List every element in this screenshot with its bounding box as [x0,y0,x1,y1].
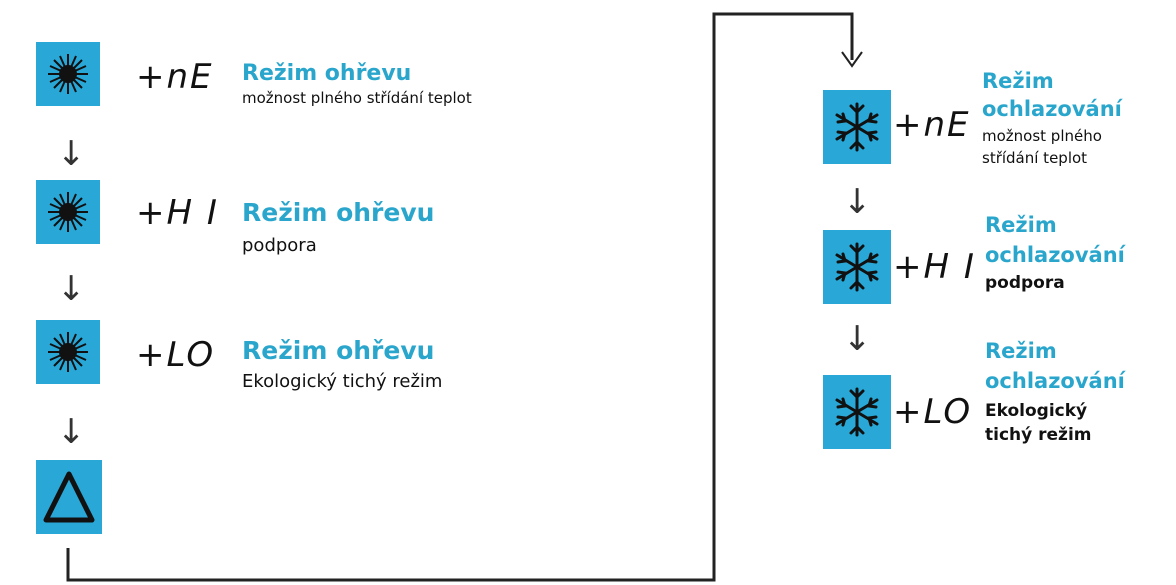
snowflake-icon [835,387,879,437]
mode-code-hi: +H I [893,247,976,287]
heating-title: Režim ohřevu [242,198,435,227]
heating-title: Režim ohřevu [242,61,412,86]
return-connector [66,12,854,582]
snowflake-icon [835,102,879,152]
cooling-eco-tile [823,375,891,449]
sun-icon [48,192,88,232]
heating-eco-tile [36,320,100,384]
heating-title: Režim ohřevu [242,336,435,365]
cooling-subtitle-line1: Ekologický [985,401,1088,421]
mode-code-ne: +nE [893,105,971,145]
sun-icon [48,54,88,94]
snowflake-icon [835,242,879,292]
cooling-subtitle-line2: tichý režim [985,425,1092,445]
cooling-subtitle-line1: podpora [985,273,1065,293]
cooling-title-line2: ochlazování [982,97,1122,121]
return-connector-arrowhead [841,51,863,68]
down-arrow-icon: ↓ [843,319,872,359]
heating-full-tile [36,42,100,106]
cooling-support-tile [823,230,891,304]
triangle-icon [43,471,95,523]
mode-code-ne: +nE [136,57,214,97]
down-arrow-icon: ↓ [843,182,872,222]
down-arrow-icon: ↓ [57,269,86,309]
mode-code-hi: +H I [136,193,219,233]
heating-subtitle: podpora [242,235,317,256]
down-arrow-icon: ↓ [57,412,86,452]
cooling-title-line1: Režim [985,339,1057,363]
sun-icon [48,332,88,372]
cooling-subtitle-line2: střídání teplot [982,149,1088,167]
heating-support-tile [36,180,100,244]
cooling-title-line1: Režim [985,213,1057,237]
mode-code-lo: +LO [136,335,216,375]
heating-subtitle: Ekologický tichý režim [242,371,443,392]
down-arrow-icon: ↓ [57,134,86,174]
cooling-subtitle-line1: možnost plného [982,127,1102,145]
cooling-title-line2: ochlazování [985,369,1125,393]
cooling-title-line1: Režim [982,69,1054,93]
cooling-full-tile [823,90,891,164]
heating-subtitle: možnost plného střídání teplot [242,89,472,107]
cooling-title-line2: ochlazování [985,243,1125,267]
auto-mode-tile [36,460,102,534]
mode-code-lo: +LO [893,392,973,432]
